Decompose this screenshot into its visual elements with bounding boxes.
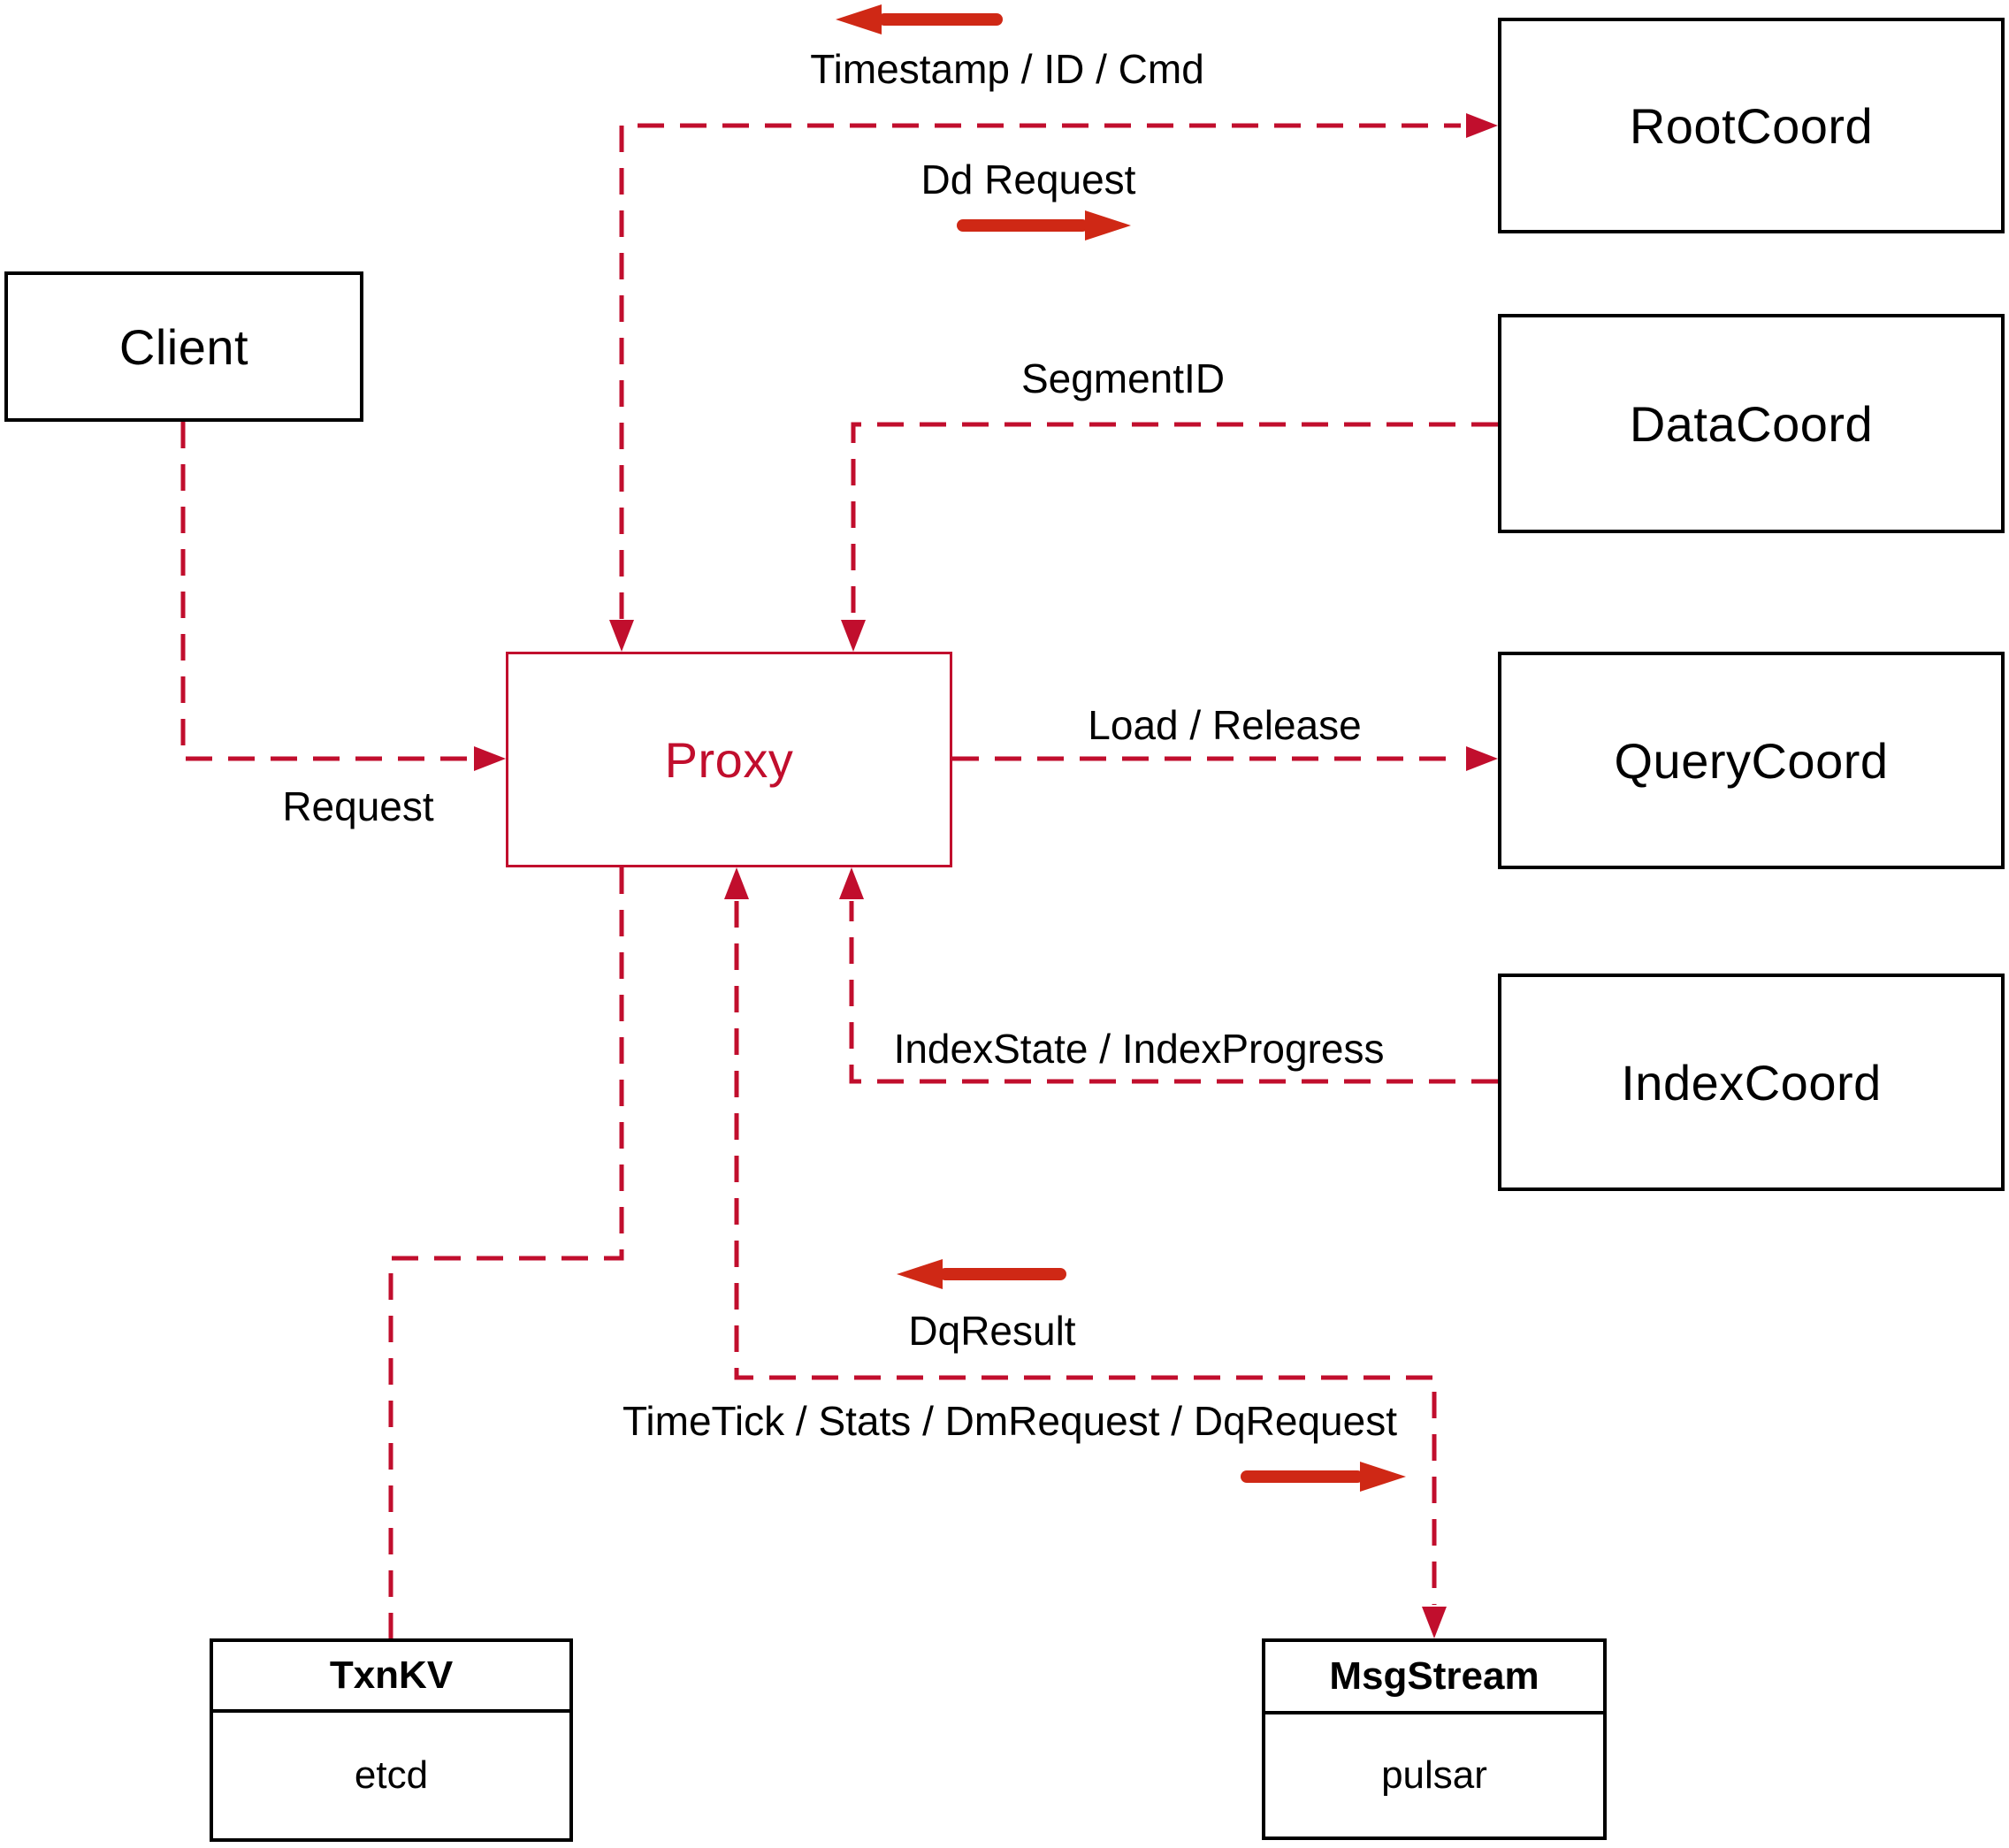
edge-label-timetick-stats-dmrequest-dqrequest: TimeTick / Stats / DmRequest / DqRequest	[623, 1398, 1397, 1444]
node-proxy: Proxy	[506, 652, 952, 867]
edge-client-to-proxy	[180, 422, 469, 761]
arrowhead-into-proxy-left	[474, 746, 506, 771]
left-arrow-icon	[897, 1259, 1066, 1289]
arrowhead-into-proxy-top-left	[609, 620, 634, 652]
right-arrow-icon	[957, 210, 1131, 241]
edge-label-segmentid: SegmentID	[1020, 355, 1226, 401]
edge-proxy-to-txnkv	[388, 867, 624, 1638]
edge-label-load-release: Load / Release	[1088, 702, 1362, 748]
edge-proxy-rootcoord	[619, 123, 1461, 619]
edge-label-dqresult: DqResult	[908, 1308, 1076, 1354]
node-proxy-label: Proxy	[664, 731, 794, 788]
node-datacoord-label: DataCoord	[1629, 395, 1874, 452]
edge-label-indexstate-indexprogress: IndexState / IndexProgress	[893, 1026, 1385, 1072]
arrowhead-into-rootcoord	[1466, 113, 1498, 138]
arrowhead-into-proxy-bottom-left	[724, 867, 749, 899]
node-txnkv: TxnKV etcd	[210, 1638, 573, 1842]
edge-label-timestamp-id-cmd: Timestamp / ID / Cmd	[810, 46, 1204, 92]
arrowhead-into-proxy-bottom-right	[839, 867, 864, 899]
node-txnkv-impl: etcd	[354, 1753, 429, 1797]
node-client-label: Client	[118, 318, 249, 375]
node-txnkv-title: TxnKV	[213, 1642, 569, 1713]
edge-indexcoord-to-proxy	[849, 901, 1498, 1084]
node-rootcoord-label: RootCoord	[1629, 97, 1874, 154]
node-querycoord-label: QueryCoord	[1614, 732, 1889, 789]
left-arrow-icon	[836, 4, 1003, 34]
arrowhead-into-querycoord	[1466, 746, 1498, 771]
arrowhead-into-msgstream	[1422, 1607, 1447, 1638]
node-msgstream: MsgStream pulsar	[1262, 1638, 1607, 1840]
node-msgstream-impl: pulsar	[1381, 1753, 1487, 1797]
edge-label-dd-request: Dd Request	[920, 157, 1136, 202]
node-indexcoord: IndexCoord	[1498, 974, 2005, 1191]
node-msgstream-title: MsgStream	[1265, 1642, 1603, 1714]
node-datacoord: DataCoord	[1498, 314, 2005, 533]
node-client: Client	[4, 271, 363, 422]
edge-proxy-msgstream	[734, 901, 1437, 1605]
right-arrow-icon	[1241, 1462, 1406, 1492]
node-indexcoord-label: IndexCoord	[1621, 1054, 1882, 1111]
edge-label-request: Request	[282, 783, 434, 829]
edge-datacoord-to-proxy	[851, 422, 1498, 619]
arrowhead-into-proxy-top-right	[841, 620, 866, 652]
node-querycoord: QueryCoord	[1498, 652, 2005, 869]
node-rootcoord: RootCoord	[1498, 18, 2005, 233]
